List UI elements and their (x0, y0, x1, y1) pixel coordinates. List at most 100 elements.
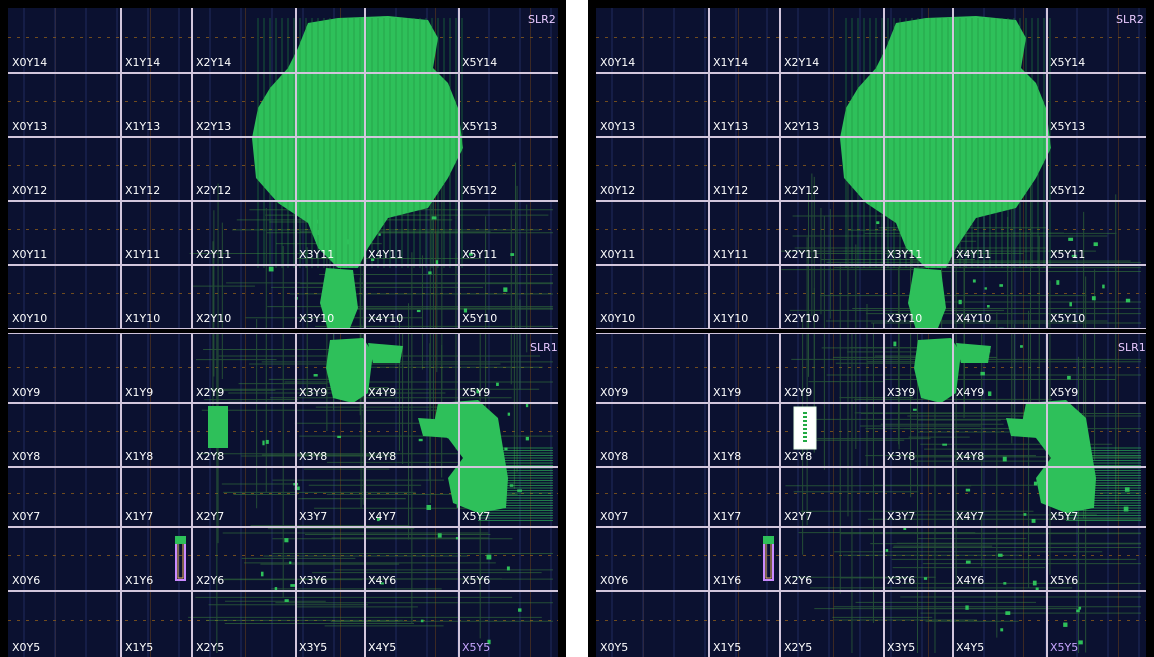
clock-region-border (8, 526, 558, 528)
clock-region-label: X0Y13 (12, 120, 48, 133)
clock-region-label: X4Y7 (368, 510, 397, 523)
placed-cluster-main (840, 16, 1051, 268)
clock-region-label: X0Y5 (600, 641, 629, 654)
clock-region-border (8, 200, 558, 202)
clock-region-border (596, 466, 1146, 468)
clock-region-label: X4Y5 (368, 641, 397, 654)
placed-cluster (418, 418, 450, 438)
clock-region-label: X5Y7 (1050, 510, 1079, 523)
clock-region-label: X2Y13 (196, 120, 232, 133)
clock-region-label: X3Y9 (299, 386, 328, 399)
clock-region-label: X5Y14 (1050, 56, 1086, 69)
clock-region-label: X4Y6 (956, 574, 985, 587)
clock-region-label: X0Y12 (12, 184, 48, 197)
clock-region-label: X3Y11 (887, 248, 923, 261)
clock-region-label: X0Y7 (600, 510, 629, 523)
clock-region-label: X1Y12 (713, 184, 749, 197)
clock-region-label: X2Y9 (196, 386, 225, 399)
clock-region-label: X5Y11 (1050, 248, 1086, 261)
clock-region-label: X3Y10 (887, 312, 923, 325)
clock-region-label: X1Y5 (713, 641, 742, 654)
clock-region-label: X1Y13 (713, 120, 749, 133)
placed-logic-overlay (175, 16, 553, 653)
clock-region-label: X1Y6 (125, 574, 154, 587)
clock-region-label: X3Y8 (299, 450, 328, 463)
clock-region-label: X3Y10 (299, 312, 335, 325)
clock-region-label: X5Y12 (462, 184, 498, 197)
slr-label: SLR2 (528, 13, 556, 26)
clock-region-border (8, 466, 558, 468)
clock-region-label: X1Y11 (713, 248, 749, 261)
clock-region-label: X2Y10 (196, 312, 232, 325)
placed-cluster-main (252, 16, 463, 268)
clock-region-label: X3Y7 (299, 510, 328, 523)
clock-region-label: X2Y12 (196, 184, 232, 197)
clock-region-label: X5Y5 (1050, 641, 1079, 654)
clock-region-label: X0Y10 (12, 312, 48, 325)
clock-region-label: X4Y10 (956, 312, 992, 325)
clock-region-label: X5Y13 (1050, 120, 1086, 133)
clock-region-label: X3Y8 (887, 450, 916, 463)
clock-region-label: X2Y6 (196, 574, 225, 587)
clock-region-border (8, 264, 558, 266)
slr-label: SLR1 (1118, 341, 1146, 354)
clock-region-label: X0Y5 (12, 641, 41, 654)
clock-region-label: X4Y8 (368, 450, 397, 463)
clock-region-border (596, 590, 1146, 592)
clock-region-label: X0Y9 (600, 386, 629, 399)
clock-region-label: X5Y6 (462, 574, 491, 587)
clock-region-label: X1Y5 (125, 641, 154, 654)
clock-region-label: X0Y6 (600, 574, 629, 587)
clock-region-label: X2Y8 (784, 450, 813, 463)
clock-region-label: X5Y13 (462, 120, 498, 133)
clock-region-label: X3Y5 (299, 641, 328, 654)
clock-region-label: X4Y8 (956, 450, 985, 463)
clock-region-label: X3Y9 (887, 386, 916, 399)
placed-cluster (908, 268, 946, 333)
clock-region-label: X4Y10 (368, 312, 404, 325)
clock-region-label: X2Y12 (784, 184, 820, 197)
clock-region-label: X1Y8 (125, 450, 154, 463)
clock-region-label: X0Y8 (600, 450, 629, 463)
clock-region-label: X1Y9 (125, 386, 154, 399)
slr-boundary (596, 328, 1146, 334)
clock-region-label: X4Y9 (956, 386, 985, 399)
clock-region-border (596, 200, 1146, 202)
clock-region-label: X1Y7 (125, 510, 154, 523)
clock-region-label: X1Y8 (713, 450, 742, 463)
clock-region-label: X4Y11 (368, 248, 404, 261)
clock-region-label: X3Y6 (299, 574, 328, 587)
slr-label: SLR1 (530, 341, 558, 354)
clock-region-border (8, 72, 558, 74)
clock-region-label: X4Y9 (368, 386, 397, 399)
clock-region-label: X1Y12 (125, 184, 161, 197)
clock-region-label: X1Y6 (713, 574, 742, 587)
clock-region-label: X2Y13 (784, 120, 820, 133)
clock-region-label: X2Y5 (196, 641, 225, 654)
pblock-x1y6 (175, 537, 186, 581)
clock-region-label: X4Y6 (368, 574, 397, 587)
placed-cluster (433, 400, 508, 513)
clock-spine-line (596, 493, 1146, 494)
clock-region-border (596, 526, 1146, 528)
clock-region-label: X1Y11 (125, 248, 161, 261)
clock-region-label: X2Y9 (784, 386, 813, 399)
clock-region-label: X3Y6 (887, 574, 916, 587)
clock-region-label: X3Y5 (887, 641, 916, 654)
clock-spine-line (596, 229, 1146, 230)
clock-region-label: X5Y14 (462, 56, 498, 69)
clock-region-border (596, 264, 1146, 266)
clock-region-label: X0Y8 (12, 450, 41, 463)
clock-region-label: X2Y7 (196, 510, 225, 523)
clock-region-label: X0Y14 (600, 56, 636, 69)
clock-region-label: X0Y14 (12, 56, 48, 69)
clock-region-label: X0Y10 (600, 312, 636, 325)
clock-region-label: X0Y11 (600, 248, 636, 261)
slr-label: SLR2 (1116, 13, 1144, 26)
clock-region-border (596, 402, 1146, 404)
placed-cluster (956, 343, 991, 363)
